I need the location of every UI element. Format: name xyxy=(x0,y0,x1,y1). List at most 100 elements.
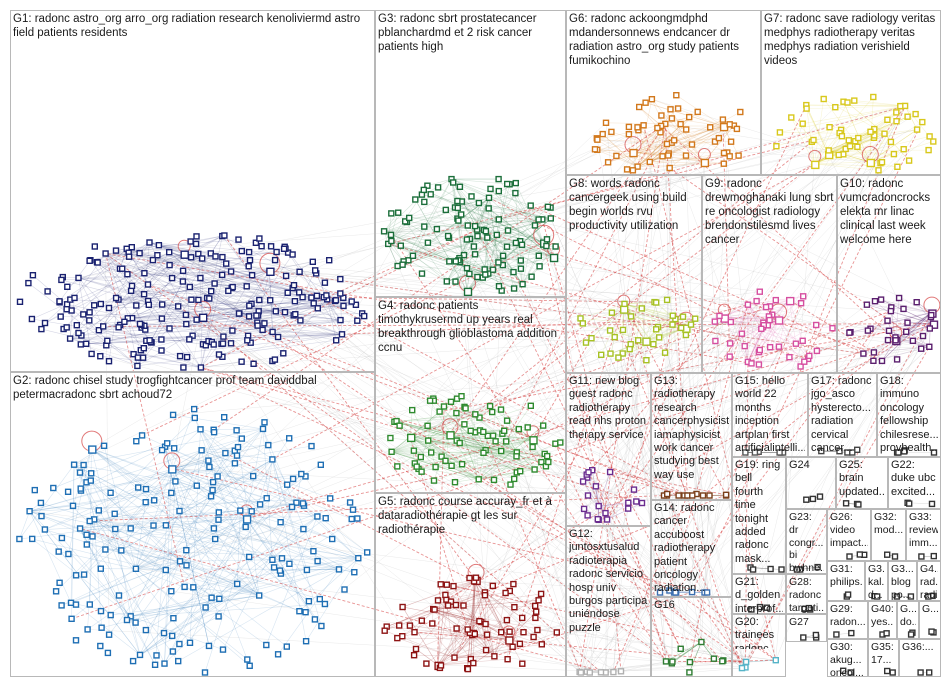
node-icon xyxy=(892,337,899,344)
node-icon xyxy=(797,300,805,307)
node-icon xyxy=(121,318,128,325)
edge xyxy=(449,433,535,470)
edge xyxy=(449,433,542,463)
node-icon xyxy=(846,329,853,336)
edge xyxy=(446,281,468,292)
node-icon xyxy=(72,572,80,579)
edge xyxy=(130,518,247,529)
inter-group-edge xyxy=(665,123,829,151)
node-icon xyxy=(396,422,403,429)
edge xyxy=(61,270,270,281)
edge xyxy=(179,476,306,562)
edge xyxy=(405,221,489,274)
edge xyxy=(624,303,654,345)
edge xyxy=(173,414,264,430)
edge xyxy=(90,259,233,288)
edge xyxy=(61,279,203,318)
node-icon xyxy=(387,434,394,442)
node-icon xyxy=(512,189,519,197)
node-icon xyxy=(128,282,136,290)
node-icon xyxy=(327,495,334,502)
node-icon xyxy=(97,607,105,615)
edge xyxy=(105,253,144,358)
node-icon xyxy=(756,288,763,295)
node-icon xyxy=(277,519,284,526)
node-icon xyxy=(686,113,693,121)
inter-group-edge xyxy=(459,258,486,593)
node-icon xyxy=(884,317,891,324)
node-icon xyxy=(235,236,242,243)
node-icon xyxy=(50,484,57,492)
edge xyxy=(423,189,544,243)
node-icon xyxy=(158,336,165,343)
node-icon xyxy=(80,461,87,469)
edge xyxy=(402,581,475,608)
edge xyxy=(453,581,475,587)
node-icon xyxy=(94,259,101,266)
edge xyxy=(828,150,894,155)
node-icon xyxy=(411,629,418,636)
node-icon xyxy=(455,217,462,224)
node-icon xyxy=(887,307,895,315)
inter-group-edge xyxy=(437,152,633,601)
node-icon xyxy=(619,350,626,357)
edge xyxy=(262,428,308,570)
edge xyxy=(139,473,302,656)
node-icon xyxy=(928,311,935,319)
edge xyxy=(454,592,486,658)
inter-group-edge xyxy=(605,592,676,673)
node-icon xyxy=(83,531,90,538)
node-icon xyxy=(711,138,719,145)
group-cell-g21: G21: d_golden interprof... collabor... xyxy=(732,574,786,614)
node-icon xyxy=(515,425,522,433)
node-icon xyxy=(582,339,590,346)
edge xyxy=(493,439,533,481)
edge xyxy=(672,641,702,662)
edge xyxy=(139,517,326,656)
node-icon xyxy=(588,335,595,342)
edge xyxy=(222,502,297,650)
inter-group-edge xyxy=(391,213,625,305)
edge xyxy=(415,199,468,292)
edge xyxy=(591,327,686,339)
inter-group-edge xyxy=(582,481,747,663)
inter-group-edge xyxy=(580,121,923,673)
node-icon xyxy=(421,223,428,230)
edge xyxy=(747,304,805,362)
node-icon xyxy=(388,237,395,245)
node-icon xyxy=(112,247,120,254)
edge xyxy=(847,102,885,134)
edge xyxy=(434,609,482,623)
node-icon xyxy=(86,257,93,264)
edge xyxy=(649,161,724,165)
node-icon xyxy=(318,622,325,630)
node-icon xyxy=(786,354,793,361)
node-icon xyxy=(663,296,671,304)
edge xyxy=(200,263,227,368)
inter-group-edge xyxy=(324,452,517,605)
node-icon xyxy=(629,167,637,174)
node-icon xyxy=(364,549,371,556)
node-icon xyxy=(142,485,150,493)
node-icon xyxy=(95,327,103,334)
node-icon xyxy=(183,353,191,361)
edge xyxy=(649,109,671,163)
node-icon xyxy=(758,325,765,332)
node-icon xyxy=(134,484,142,491)
node-icon xyxy=(885,327,893,334)
inter-group-edge xyxy=(473,332,850,582)
edge xyxy=(179,452,226,562)
node-icon xyxy=(107,611,114,619)
edge xyxy=(445,581,475,596)
edge xyxy=(126,239,239,250)
node-icon xyxy=(267,297,274,304)
edge xyxy=(474,633,509,640)
inter-group-edge xyxy=(476,229,777,661)
node-icon xyxy=(499,252,507,260)
node-icon xyxy=(215,351,223,358)
node-icon xyxy=(284,481,291,488)
edge xyxy=(83,235,223,315)
node-icon xyxy=(95,507,103,514)
inter-group-edge xyxy=(200,291,760,368)
node-icon xyxy=(733,125,741,133)
